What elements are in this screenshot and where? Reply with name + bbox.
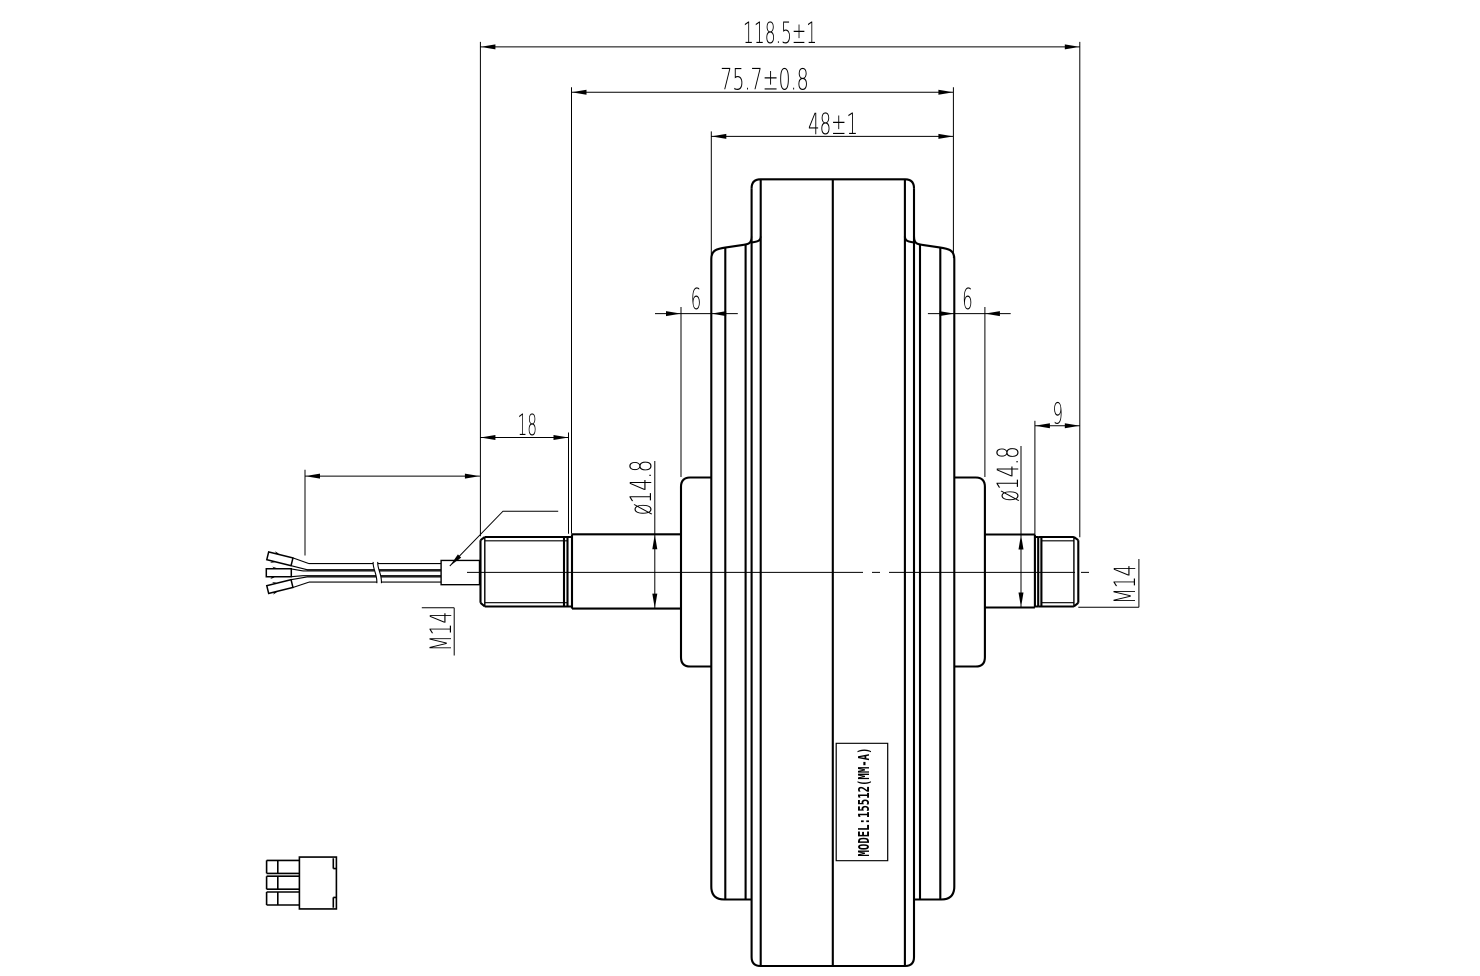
dim-axle-dia-right: ø14.8: [991, 446, 1025, 608]
extension-lines: [304, 41, 1081, 556]
dim-arrowhead-icon: [1018, 534, 1024, 550]
axle-left-thread-relief: [562, 535, 572, 608]
terminal-outline: [265, 568, 293, 578]
crimp-wing: [272, 582, 279, 584]
dim-arrowhead-icon: [305, 473, 320, 479]
dim-arrowhead-icon: [1034, 423, 1050, 429]
axle-left-shaft: [570, 533, 681, 610]
label-thread-left: M14: [421, 607, 458, 656]
dim-arrowhead-icon: [711, 133, 727, 139]
connector-notches: [332, 858, 337, 908]
dim-arrowhead-icon: [984, 311, 1000, 317]
dim-arrowhead-icon: [480, 435, 496, 440]
drum-shoulder-top-left-inner: [751, 236, 762, 244]
dim-drum-width-text: 48±1: [808, 107, 858, 141]
dim-flange-offset-left-text: 6: [691, 282, 702, 316]
drum-shoulder-top-right-outer: [912, 236, 956, 260]
connector-pin-1: [265, 859, 300, 875]
dim-arrowhead-icon: [571, 89, 587, 95]
crimp-wing: [270, 561, 277, 563]
dim-overall-length: 118.5±1: [480, 16, 1080, 50]
connector-pin-2: [265, 875, 300, 890]
terminal-bottom: [265, 578, 294, 595]
drum-shoulder-top-left-outer: [710, 236, 753, 260]
dim-arrowhead-icon: [652, 534, 658, 550]
dim-cable-unlabeled: [305, 473, 480, 479]
axle-left-thread-end: [479, 536, 486, 608]
terminal-outline: [265, 551, 294, 567]
dim-axle-dia-left: ø14.8: [624, 460, 658, 609]
axle-right-thread-end: [1073, 536, 1080, 608]
dim-thread-length-right: 9: [1034, 397, 1080, 431]
wire-fan: [290, 557, 310, 589]
wire-lines-left-of-break: [303, 563, 378, 583]
axle-left-thread-minor: [484, 540, 568, 604]
wire-terminals: [265, 551, 294, 595]
dim-arrowhead-icon: [1064, 44, 1080, 50]
dim-overall-length-text: 118.5±1: [743, 16, 817, 50]
drum-shoulder-top-right-inner: [903, 236, 915, 244]
axle-right-thread-edges: [1038, 535, 1074, 608]
dim-arrowhead-icon: [938, 133, 954, 139]
connector-3pin: [265, 856, 338, 910]
dimension-line: [1078, 559, 1140, 608]
dim-arrowhead-icon: [449, 554, 462, 566]
label-thread-right-text: M14: [1108, 565, 1142, 605]
dim-hub-length: 75.7±0.8: [571, 62, 954, 96]
connector-body: [298, 856, 338, 910]
axle-left: [479, 533, 681, 610]
dim-arrowhead-icon: [711, 311, 727, 317]
dim-flange-offset-left: 6: [655, 282, 738, 317]
axle-right-thread-relief: [1034, 535, 1043, 608]
dim-arrowhead-icon: [939, 311, 955, 317]
dim-arrowhead-icon: [553, 435, 569, 440]
dim-arrowhead-icon: [1064, 423, 1080, 429]
label-thread-right: M14: [1078, 559, 1142, 608]
cable-entry-leader: [449, 510, 559, 567]
model-label-text: MODEL:15512(MM-A): [855, 748, 873, 857]
connector-pin-3: [265, 891, 300, 906]
crimp-wing: [270, 576, 277, 579]
terminal-middle: [265, 566, 293, 579]
axle-left-thread-edges: [484, 535, 568, 608]
crimp-wing: [272, 566, 279, 569]
wire-lines-right-of-break: [378, 563, 442, 583]
dim-thread-length-left-text: 18: [517, 408, 537, 442]
dimension-line: [421, 607, 455, 656]
dim-arrowhead-icon: [480, 44, 496, 50]
axle-right-thread-minor: [1041, 540, 1074, 604]
dim-arrowhead-icon: [1018, 592, 1024, 608]
dim-thread-length-left: 18: [480, 408, 569, 442]
dim-axle-dia-right-text: ø14.8: [991, 446, 1025, 502]
axle-right-shaft: [984, 533, 1036, 609]
wire-harness: [290, 557, 442, 589]
label-thread-left-text: M14: [424, 612, 458, 652]
axle-right: [984, 533, 1080, 609]
dim-flange-offset-right-text: 6: [962, 282, 973, 316]
model-label-box: [835, 742, 889, 862]
dim-hub-length-text: 75.7±0.8: [720, 62, 809, 96]
dim-arrowhead-icon: [652, 593, 658, 609]
dim-drum-width: 48±1: [711, 107, 954, 141]
dim-flange-offset-right: 6: [927, 282, 1011, 317]
terminal-outline: [265, 578, 294, 595]
dim-axle-dia-left-text: ø14.8: [624, 460, 658, 516]
terminal-top: [265, 551, 294, 567]
dim-arrowhead-icon: [666, 311, 681, 317]
model-label: MODEL:15512(MM-A): [835, 742, 889, 862]
dim-arrowhead-icon: [464, 473, 480, 479]
dimension-line: [449, 510, 559, 567]
dim-thread-length-right-text: 9: [1052, 397, 1063, 431]
dim-arrowhead-icon: [938, 89, 954, 95]
cable-break-icon: [372, 561, 382, 584]
